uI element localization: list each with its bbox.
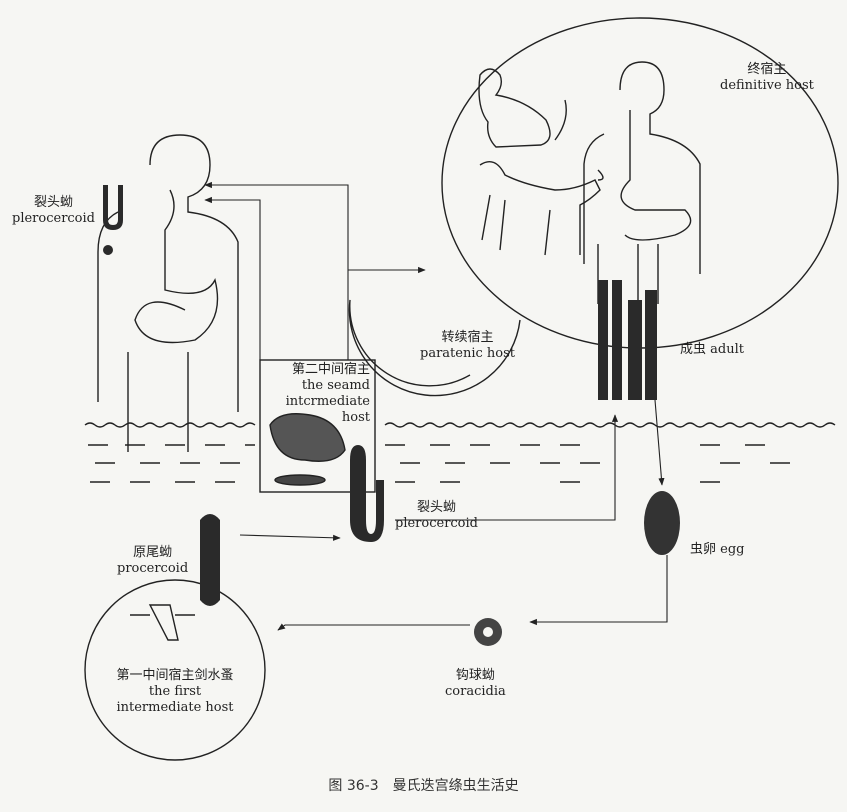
paratenic-host-label: 转续宿主 paratenic host [420, 330, 515, 362]
adult-worm [598, 280, 657, 400]
stomach [620, 110, 692, 241]
tadpole [274, 474, 326, 486]
cat-figure [478, 68, 567, 148]
first-host-en-2: intermediate host [116, 700, 234, 715]
second-host-zh: 第二中间宿主 [291, 362, 370, 377]
second-host-box [259, 359, 376, 493]
arrow-box-to-human-1 [204, 196, 261, 360]
arrow-box-to-human-2 [204, 181, 349, 360]
first-host-en-1: the first [148, 684, 202, 699]
digestive-tract [134, 189, 219, 344]
second-host-en-1: the seamd [301, 378, 370, 393]
plerocercoid-mid-label: 裂头蚴 plerocercoid [395, 500, 478, 532]
plerocercoid-mid-en: plerocercoid [395, 516, 478, 531]
arrow-adult-to-egg [654, 399, 665, 486]
second-host-en-3: host [341, 410, 370, 425]
adult-zh: 成虫 [680, 342, 707, 357]
arrow-plerocercoid-to-definitive [395, 414, 619, 521]
frog-figure [269, 413, 346, 462]
plerocercoid-top-en: plerocercoid [12, 211, 95, 226]
arrow-egg-to-coracidia [529, 555, 668, 626]
water-line [84, 422, 836, 428]
arrow-procercoid-to-plerocercoid [239, 534, 341, 541]
coracidia-en: coracidia [445, 684, 506, 699]
plerocercoid-top-zh: 裂头蚴 [33, 195, 73, 210]
plerocercoid-mid-zh: 裂头蚴 [416, 500, 456, 515]
paratenic-host-circle [348, 299, 521, 397]
arrow-coracidia-to-first-host [277, 623, 470, 631]
first-host-zh: 第一中间宿主剑水蚤 [116, 668, 234, 683]
procercoid-en: procercoid [117, 561, 189, 576]
water-dashes [88, 444, 790, 483]
plerocercoid-top-label: 裂头蚴 plerocercoid [12, 195, 95, 227]
procercoid-worm [200, 514, 220, 606]
dog-figure [479, 161, 604, 256]
human-figure-right [583, 61, 701, 304]
coracidia-label: 钩球蚴 coracidia [445, 668, 506, 700]
coracidia-zh: 钩球蚴 [455, 668, 495, 683]
adult-en: adult [710, 342, 744, 357]
plerocercoid-top-worm [103, 185, 123, 230]
human-figure-left [97, 134, 239, 452]
figure-caption: 图 36-3 曼氏迭宫绦虫生活史 [328, 778, 519, 794]
adult-label: 成虫 adult [680, 342, 744, 358]
second-host-en-2: intcrmediate [285, 394, 370, 409]
paratenic-host-zh: 转续宿主 [441, 330, 494, 345]
procercoid-zh: 原尾蚴 [133, 545, 173, 560]
egg-shape [644, 491, 680, 555]
copepod [130, 604, 195, 641]
worms [103, 185, 680, 646]
definitive-host-en: definitive host [720, 78, 814, 93]
egg-en: egg [720, 542, 745, 557]
first-host-label: 第一中间宿主剑水蚤 the first intermediate host [95, 668, 255, 716]
second-host-label: 第二中间宿主 the seamd intcrmediate host [262, 362, 370, 426]
egg-zh: 虫卵 [690, 542, 717, 557]
definitive-host-zh: 终宿主 [747, 62, 787, 77]
paratenic-host-en: paratenic host [420, 346, 515, 361]
egg-label: 虫卵 egg [690, 542, 745, 558]
definitive-host-label: 终宿主 definitive host [720, 62, 814, 94]
plerocercoid-mid-worm [350, 445, 384, 542]
first-host-circle [84, 579, 266, 761]
procercoid-label: 原尾蚴 procercoid [117, 545, 188, 577]
